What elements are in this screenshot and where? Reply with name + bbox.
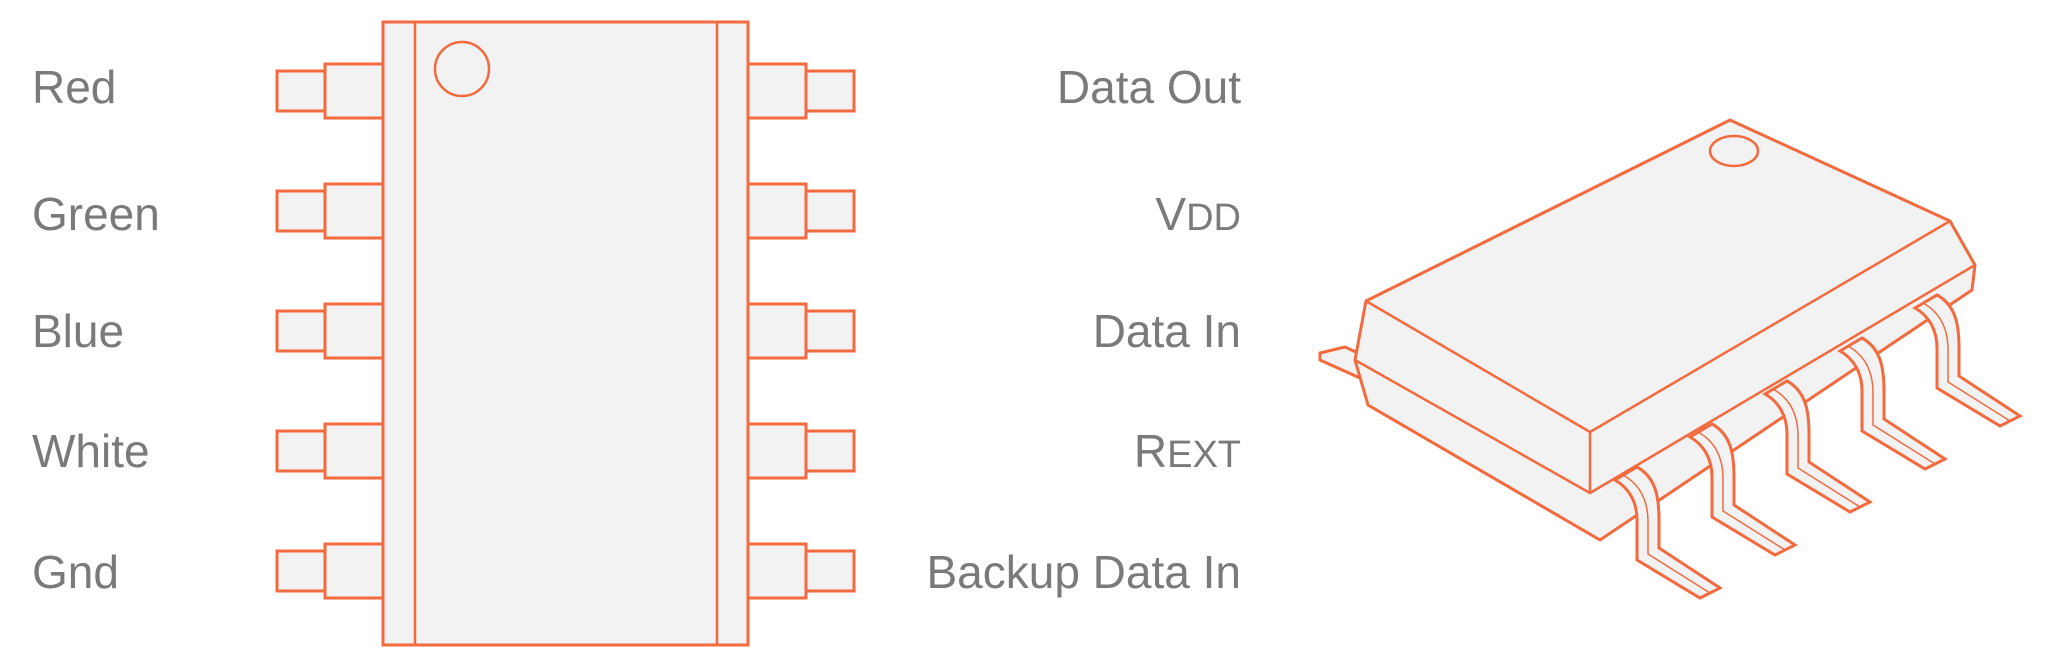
left-pin-base (323, 422, 385, 480)
right-pin-base (746, 62, 808, 120)
iso-bevel-left (1353, 300, 1368, 361)
left-pin-labels: Red Green Blue White Gnd (32, 61, 160, 598)
pin-label-data-out: Data Out (1057, 61, 1241, 113)
pin-label-rext: REXT (1134, 425, 1241, 477)
iso-pin-1-marker (1708, 134, 1760, 168)
right-pin-tip (804, 549, 856, 593)
right-pin-tip (804, 189, 856, 233)
pin-label-vdd: VDD (1155, 188, 1241, 240)
left-pins (275, 62, 385, 600)
iso-gull-wing-pin (1762, 379, 1874, 514)
iso-pin-highlight (1622, 474, 1711, 594)
right-pins (746, 62, 856, 600)
left-pin-tip (275, 309, 327, 353)
iso-pin-highlight (1922, 302, 2011, 422)
soic-10-package-isometric-view (1318, 118, 2024, 600)
iso-gull-wing-pin (1837, 336, 1949, 471)
iso-chip-body (1353, 118, 1977, 542)
left-pin-base (323, 542, 385, 600)
left-pin-tip (275, 189, 327, 233)
iso-bevel-right (1948, 220, 1977, 266)
iso-gull-wing-pin (1687, 422, 1799, 557)
soic-10-package-top-view (275, 20, 856, 647)
pin-1-marker (433, 40, 491, 98)
left-pin-tip (275, 549, 327, 593)
iso-pin-highlight (1772, 388, 1861, 508)
iso-gull-wing-pin (1912, 293, 2024, 428)
right-pin-base (746, 182, 808, 240)
right-pin-tip (804, 429, 856, 473)
pin-label-backup-data-in: Backup Data In (926, 546, 1241, 598)
vdd-subscript: DD (1186, 197, 1241, 239)
right-pin-labels: Data Out VDD Data In REXT Backup Data In (926, 61, 1241, 598)
vdd-main: V (1155, 188, 1186, 240)
iso-pin-highlight (1697, 431, 1786, 551)
right-pin-base (746, 542, 808, 600)
left-pin-tip (275, 429, 327, 473)
iso-front-pins (1612, 293, 2024, 600)
rext-main: R (1134, 425, 1167, 477)
pin-label-green: Green (32, 188, 160, 240)
left-pin-base (323, 182, 385, 240)
chip-body (381, 20, 750, 647)
right-pin-tip (804, 69, 856, 113)
pin-label-red: Red (32, 61, 116, 113)
right-pin-base (746, 422, 808, 480)
rext-subscript: EXT (1167, 434, 1241, 476)
left-pin-base (323, 302, 385, 360)
iso-pin-highlight (1847, 345, 1936, 465)
pin-label-gnd: Gnd (32, 546, 119, 598)
pin-label-white: White (32, 425, 150, 477)
left-pin-base (323, 62, 385, 120)
left-pin-tip (275, 69, 327, 113)
pin-label-blue: Blue (32, 305, 124, 357)
right-pin-base (746, 302, 808, 360)
right-pin-tip (804, 309, 856, 353)
pin-label-data-in: Data In (1093, 305, 1241, 357)
iso-gull-wing-pin (1612, 465, 1724, 600)
